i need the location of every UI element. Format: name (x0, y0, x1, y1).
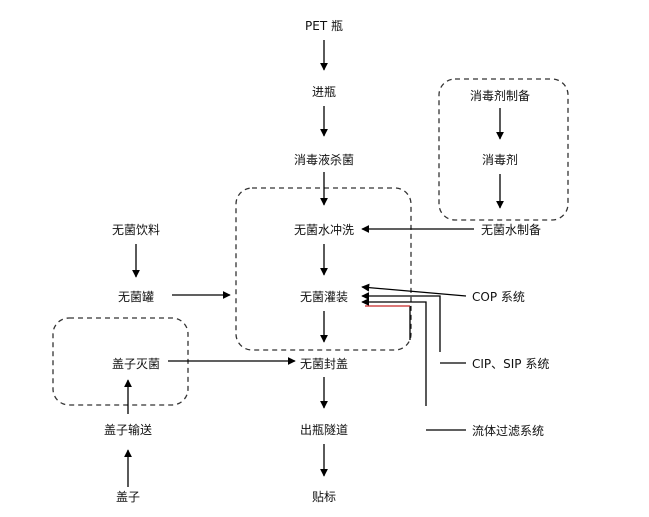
disinfectant-prep-box (438, 78, 569, 221)
arrow-cop-to-filling (361, 283, 467, 297)
node-pet-bottle: PET 瓶 (305, 19, 343, 33)
node-cip-sip-system: CIP、SIP 系统 (472, 357, 550, 371)
node-sterile-beverage: 无菌饮料 (111, 223, 161, 237)
node-cap-sterilize: 盖子灭菌 (111, 357, 161, 371)
node-sterile-filling: 无菌灌装 (299, 290, 349, 304)
node-fluid-filter-system: 流体过滤系统 (472, 424, 545, 438)
node-bottle-exit-tunnel: 出瓶隧道 (299, 423, 349, 437)
node-sterile-capping: 无菌封盖 (299, 357, 349, 371)
node-disinfectant-sterilize: 消毒液杀菌 (293, 153, 355, 167)
node-sterile-water-prep: 无菌水制备 (480, 223, 542, 237)
node-caps: 盖子 (115, 490, 141, 504)
node-disinfectant-prep: 消毒剂制备 (469, 89, 531, 103)
node-bottle-feed: 进瓶 (311, 85, 337, 99)
node-sterile-tank: 无菌罐 (117, 290, 155, 304)
node-disinfectant: 消毒剂 (481, 153, 519, 167)
node-cop-system: COP 系统 (472, 290, 525, 304)
node-cap-conveying: 盖子输送 (103, 423, 153, 437)
arrow-fluid-filter-to-filling (361, 298, 427, 406)
arrow-cip-sip-to-filling (361, 292, 441, 352)
node-sterile-water-rinse: 无菌水冲洗 (293, 223, 355, 237)
node-labeling: 贴标 (311, 490, 337, 504)
